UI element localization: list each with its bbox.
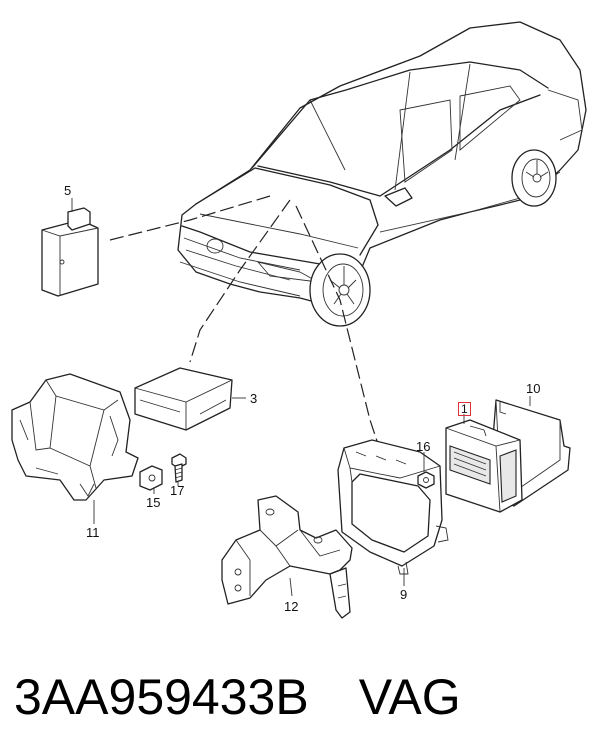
part-1-control-module (445, 419, 523, 513)
part-12-mounting-bracket (221, 495, 353, 619)
part-9-frame-holder (337, 439, 449, 575)
callout-11: 11 (86, 525, 100, 540)
callout-10: 10 (526, 381, 541, 396)
part-3-control-unit (134, 367, 246, 431)
callout-17: 17 (170, 483, 185, 498)
part-15-clip (139, 465, 163, 491)
callout-3: 3 (250, 391, 258, 406)
parts-exploded-diagram (11, 21, 587, 619)
brand-text: VAG (358, 669, 461, 725)
callout-5: 5 (64, 183, 72, 198)
callout-1: 1 (458, 402, 471, 416)
leader-lines (109, 195, 379, 445)
callout-leaders (71, 198, 531, 597)
callout-9: 9 (400, 587, 408, 602)
callout-15: 15 (146, 495, 161, 510)
car-illustration (177, 21, 587, 327)
part-17-screw (171, 453, 187, 483)
callout-16: 16 (416, 439, 431, 454)
part-11-bracket (11, 373, 139, 501)
part-caption: 3AA959433B VAG (14, 662, 584, 732)
callout-12: 12 (284, 599, 299, 614)
part-16-nut (417, 471, 435, 489)
part-number-text: 3AA959433B (14, 669, 309, 725)
part-5-module (41, 207, 99, 297)
